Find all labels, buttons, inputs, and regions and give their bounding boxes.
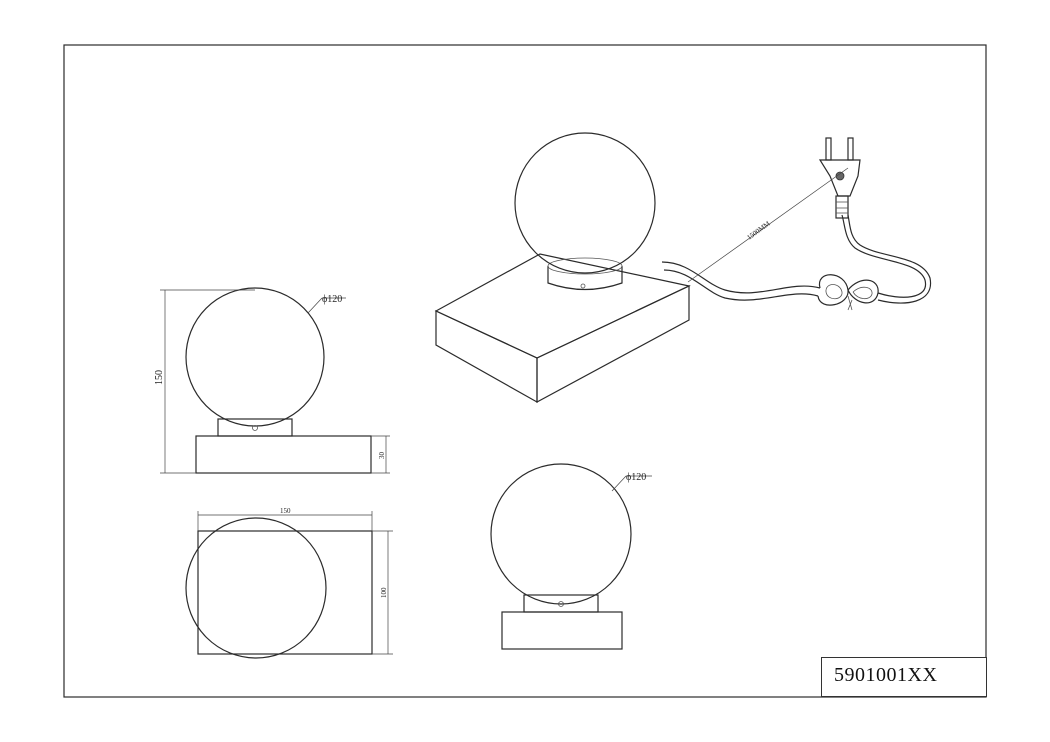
side-base (501, 611, 623, 650)
side-collar-screw (558, 601, 564, 607)
dim-front-height: 150 (154, 370, 165, 385)
front-base (195, 435, 372, 474)
iso-globe (514, 132, 656, 274)
dim-front-diameter: ϕ120 (322, 294, 342, 305)
title-block (821, 657, 987, 697)
dim-cable-length: 1500MM (745, 219, 772, 241)
model-number: 5901001XX (834, 664, 938, 686)
dim-top-depth: 100 (380, 587, 388, 598)
top-base (197, 530, 373, 655)
front-collar-screw (252, 425, 258, 431)
dim-side-diameter: ϕ120 (626, 472, 646, 483)
iso-view: 1500MM (434, 132, 932, 404)
dim-top-width: 150 (280, 507, 291, 515)
top-globe (185, 517, 327, 659)
iso-base-right (536, 285, 690, 404)
sheet-border (63, 44, 987, 698)
iso-cable (661, 261, 821, 294)
cable-coil (817, 274, 849, 306)
side-view: ϕ120 (490, 463, 652, 650)
iso-collar (547, 266, 623, 291)
iso-collar-screw (580, 283, 586, 289)
plug (818, 137, 861, 219)
iso-base-front (435, 310, 538, 404)
dim-front-base-height: 30 (378, 452, 386, 460)
front-view: 150 30 ϕ120 (154, 287, 390, 474)
front-globe (185, 287, 325, 427)
side-globe (490, 463, 632, 605)
top-view: 150 100 (185, 507, 393, 659)
